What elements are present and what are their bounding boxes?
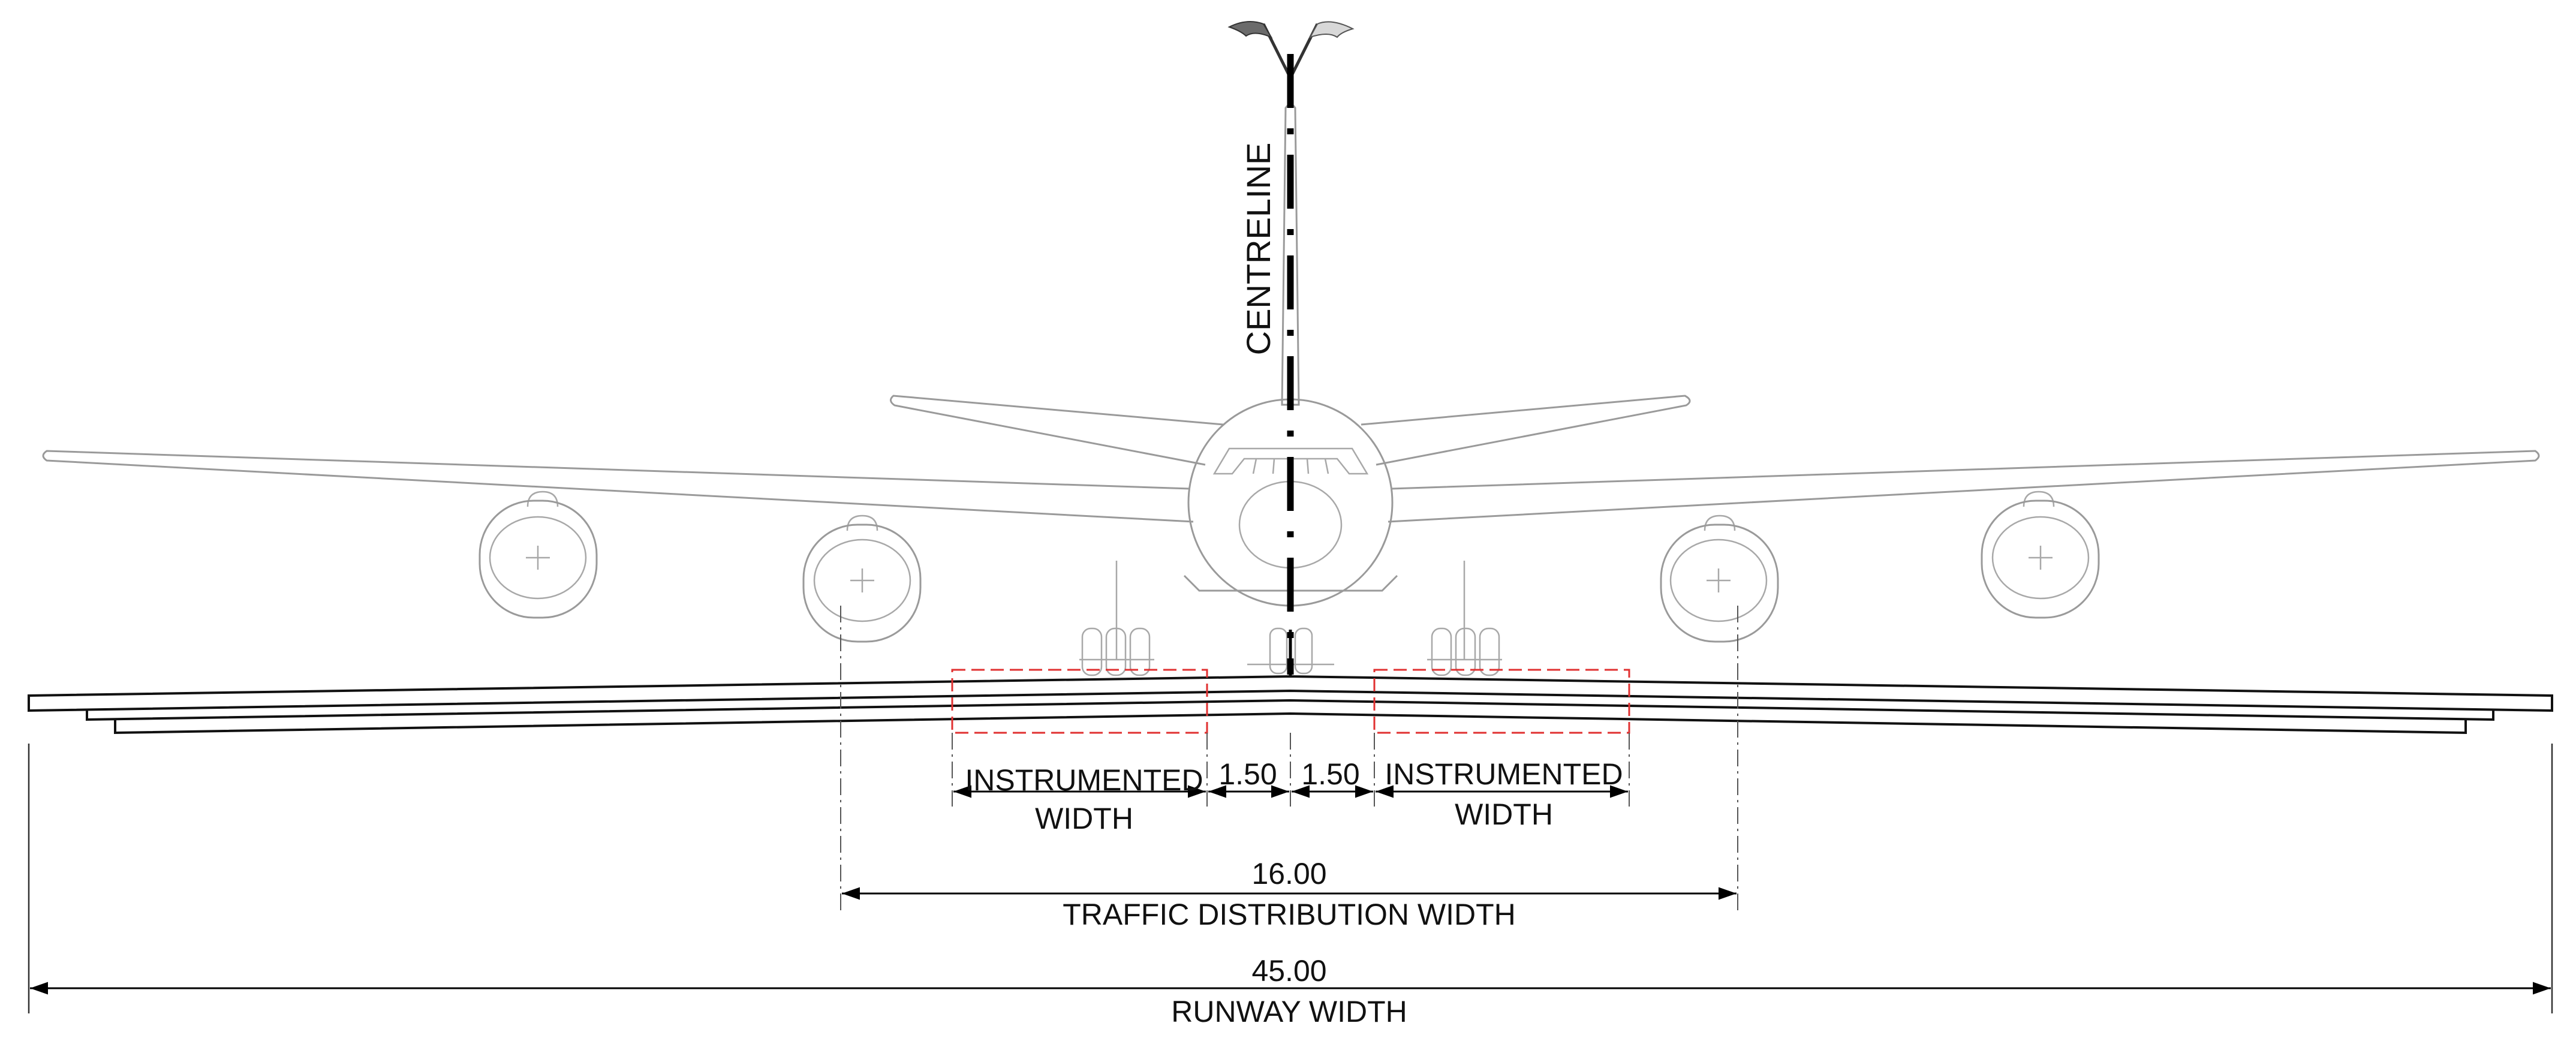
engine-outer-left	[479, 491, 598, 619]
runway-pavement	[28, 675, 2553, 735]
left-wing	[42, 450, 1194, 523]
flag-icon	[1227, 21, 1355, 79]
centreline-label: CENTRELINE	[1239, 143, 1277, 356]
left-stabiliser	[890, 395, 1224, 466]
instrumented-right-label-line2: WIDTH	[1455, 798, 1553, 831]
instrumented-left-label-line1: INSTRUMENTED	[965, 763, 1203, 797]
right-main-gear	[1427, 627, 1502, 676]
engine-inner-left	[802, 515, 922, 643]
traffic-width-value: 16.00	[1251, 857, 1326, 890]
traffic-width-label: TRAFFIC DISTRIBUTION WIDTH	[1063, 898, 1516, 931]
left-main-gear	[1079, 627, 1154, 676]
runway-width-value: 45.00	[1251, 954, 1326, 988]
instrumented-zone-left	[951, 669, 1208, 734]
engine-outer-right	[1981, 491, 2100, 619]
offset-left-label: 1.50	[1218, 757, 1277, 791]
instrumented-zone-right	[1373, 669, 1630, 734]
instrumented-right-label-line1: INSTRUMENTED	[1385, 757, 1623, 791]
instrumented-left-label-line2: WIDTH	[1035, 802, 1133, 835]
right-wing	[1388, 450, 2540, 523]
engine-inner-right	[1660, 515, 1779, 643]
offset-right-label: 1.50	[1301, 757, 1359, 791]
runway-width-label: RUNWAY WIDTH	[1171, 995, 1407, 1028]
cockpit-windows	[1212, 447, 1369, 475]
right-stabiliser	[1361, 395, 1691, 466]
